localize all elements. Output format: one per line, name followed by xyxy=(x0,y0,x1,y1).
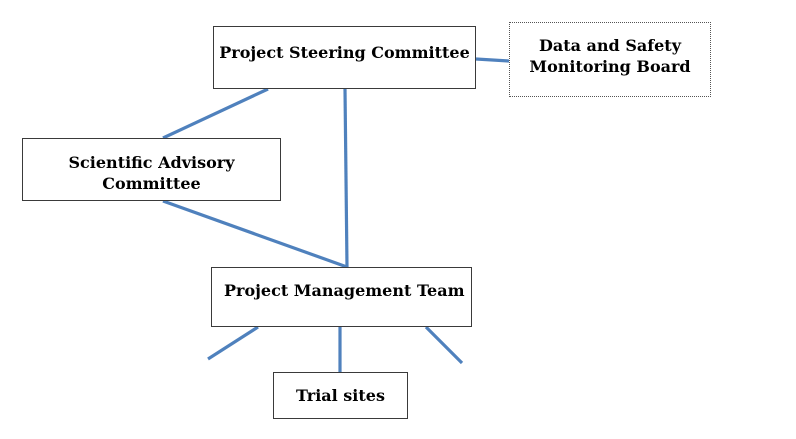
connector-steering-to-scientific-advisory xyxy=(162,87,269,140)
data-safety-monitoring-board-box: Data and Safety Monitoring Board xyxy=(509,22,711,97)
data-safety-board-line2: Monitoring Board xyxy=(529,57,691,76)
project-steering-committee-box: Project Steering Committee xyxy=(213,26,476,89)
scientific-advisory-line1: Scientific Advisory xyxy=(68,153,235,172)
connector-scientific-advisory-to-management xyxy=(162,199,348,269)
trial-sites-box: Trial sites xyxy=(273,372,408,419)
connector-steering-to-safety-board xyxy=(475,57,510,63)
project-steering-committee-label: Project Steering Committee xyxy=(219,43,470,62)
trial-sites-label: Trial sites xyxy=(296,386,385,405)
data-safety-monitoring-board-label: Data and Safety Monitoring Board xyxy=(529,35,690,77)
project-management-team-box: Project Management Team xyxy=(211,267,472,327)
scientific-advisory-line2: Committee xyxy=(102,174,201,193)
connector-management-to-left-site xyxy=(207,325,259,361)
scientific-advisory-committee-box: Scientific Advisory Committee xyxy=(22,138,281,201)
data-safety-board-line1: Data and Safety xyxy=(538,36,681,55)
project-management-team-label: Project Management Team xyxy=(224,281,465,300)
scientific-advisory-committee-label: Scientific Advisory Committee xyxy=(69,152,235,194)
connector-management-to-right-site xyxy=(424,325,464,365)
connector-steering-to-management xyxy=(343,88,349,268)
